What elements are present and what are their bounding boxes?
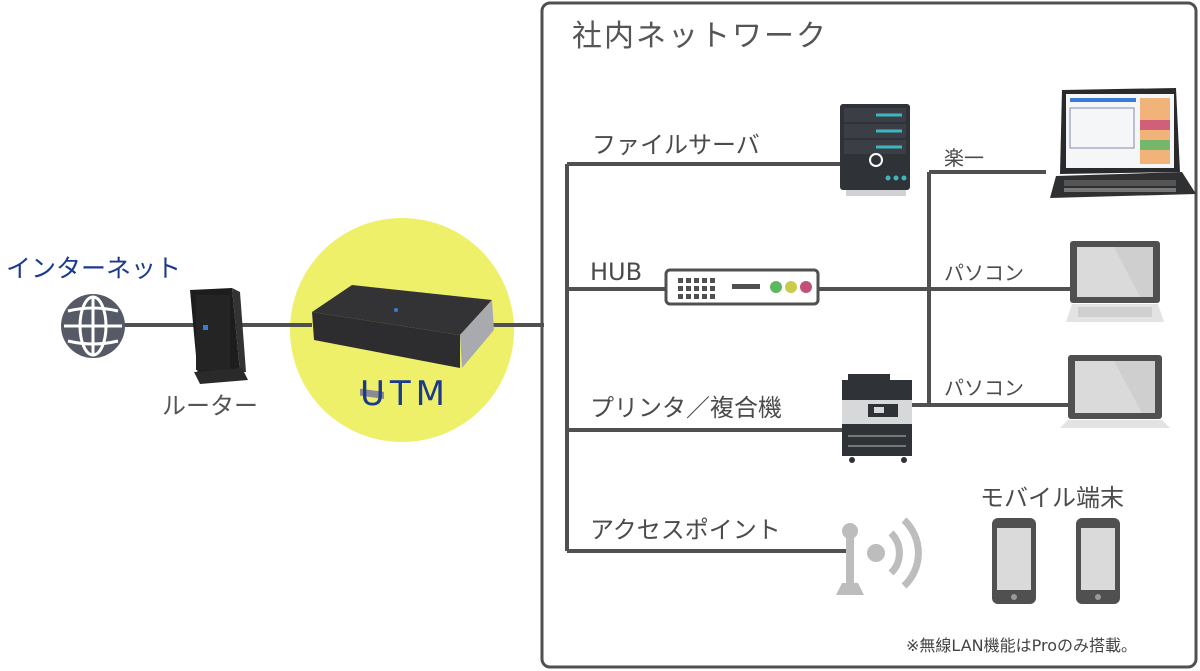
globe-icon xyxy=(61,294,125,358)
hub-icon xyxy=(664,268,820,306)
access-point-icon xyxy=(836,517,922,595)
mobile-label: モバイル端末 xyxy=(980,484,1124,512)
printer-label: プリンタ／複合機 xyxy=(590,394,782,422)
printer-icon xyxy=(842,374,912,463)
smartphone-icon xyxy=(1076,518,1120,604)
network-boundary-box xyxy=(540,1,1198,669)
server-icon xyxy=(840,104,910,196)
internet-label: インターネット xyxy=(6,254,182,283)
rakuichi-label: 楽一 xyxy=(944,146,984,170)
pc2-label: パソコン xyxy=(944,376,1024,400)
laptop-icon xyxy=(1060,355,1170,428)
fileserver-label: ファイルサーバ xyxy=(592,131,760,159)
connection-lines xyxy=(100,162,1072,553)
pc1-label: パソコン xyxy=(944,261,1024,285)
laptop-icon xyxy=(1066,241,1164,322)
utm-label: UTM xyxy=(360,374,450,414)
hub-label: HUB xyxy=(590,258,643,286)
network-title: 社内ネットワーク xyxy=(572,19,828,54)
pos-terminal-icon xyxy=(1050,88,1196,198)
router-icon xyxy=(190,288,248,384)
wireless-note: ※無線LAN機能はProのみ搭載。 xyxy=(906,636,1137,655)
router-label: ルーター xyxy=(162,392,258,420)
utm-appliance-icon xyxy=(312,285,494,399)
smartphone-icon xyxy=(992,518,1036,604)
access-point-label: アクセスポイント xyxy=(590,516,781,544)
